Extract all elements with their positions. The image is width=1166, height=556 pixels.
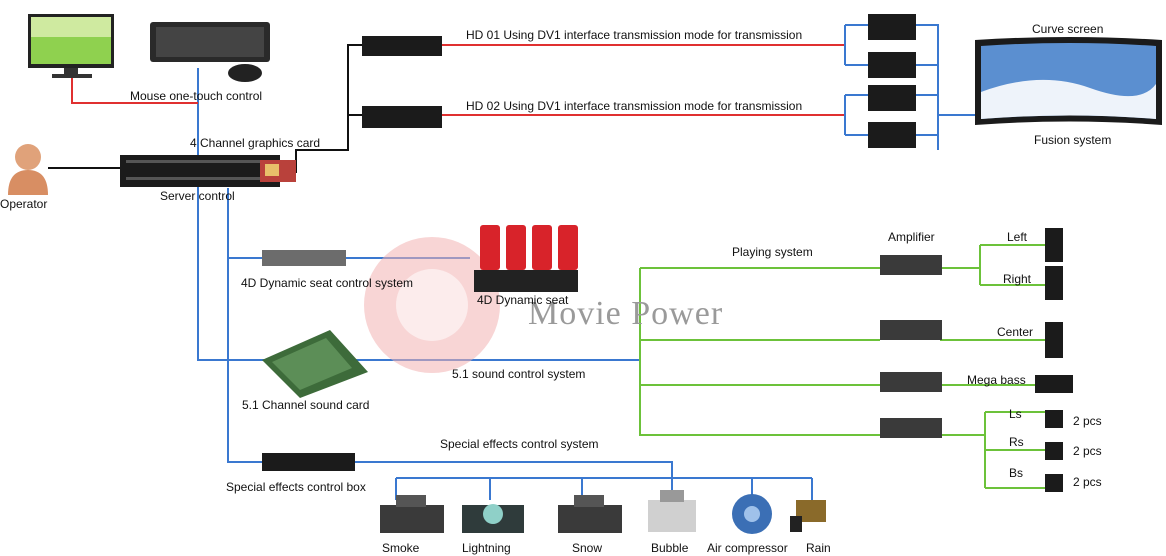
hd02-label: HD 02 Using DV1 interface transmission m… [466, 99, 802, 113]
device-label-rain: Rain [806, 541, 831, 555]
hd-splitter-2 [362, 106, 442, 128]
rain-valve [790, 500, 826, 532]
pcs-label-2: 2 pcs [1073, 444, 1102, 458]
smoke-machine [380, 495, 444, 533]
hd01-label: HD 01 Using DV1 interface transmission m… [466, 28, 802, 42]
sound-card-label: 5.1 Channel sound card [242, 398, 369, 412]
mouse-icon [228, 64, 262, 82]
connection-lines [48, 24, 1045, 505]
snow-machine [558, 495, 622, 533]
server-unit [120, 155, 280, 187]
graphics-card-label: 4 Channel graphics card [190, 136, 320, 150]
effects-system-label: Special effects control system [440, 437, 599, 451]
green-audio-tree [639, 244, 1045, 489]
hd-splitter-1 [362, 36, 442, 56]
projectors [868, 14, 916, 148]
ls-label: Ls [1009, 407, 1022, 421]
curve-screen-label: Curve screen [1032, 22, 1103, 36]
amplifiers [880, 255, 942, 438]
rs-label: Rs [1009, 435, 1024, 449]
seat-controller [262, 250, 346, 266]
server-control-label: Server control [160, 189, 235, 203]
effects-box-label: Special effects control box [226, 480, 366, 494]
dynamic-seat [474, 225, 578, 292]
effect-devices [380, 490, 826, 534]
speakers [1035, 228, 1073, 492]
watermark-logo: Movie Power [364, 237, 723, 373]
sound-card [262, 330, 368, 398]
blue-effects-branch [227, 258, 262, 463]
center-label: Center [997, 325, 1033, 339]
monitor [28, 14, 114, 78]
blue-devices-bus [395, 477, 813, 500]
air-compressor [732, 494, 772, 534]
operator-icon [8, 144, 48, 195]
device-label-snow: Snow [572, 541, 602, 555]
blue-projector-links [844, 24, 975, 150]
sound-control-label: 5.1 sound control system [452, 367, 585, 381]
amplifier-label: Amplifier [888, 230, 935, 244]
pcs-label-1: 2 pcs [1073, 414, 1102, 428]
red-mouse-line [71, 75, 198, 104]
curve-screen [975, 37, 1162, 125]
mouse-control-label: Mouse one-touch control [130, 89, 262, 103]
graphics-card [260, 160, 296, 182]
keyboard [150, 22, 270, 62]
bubble-machine [648, 490, 696, 532]
mega-bass-label: Mega bass [967, 373, 1026, 387]
lightning-machine [462, 504, 524, 533]
bs-label: Bs [1009, 466, 1023, 480]
fusion-system-label: Fusion system [1034, 133, 1111, 147]
device-label-bubble: Bubble [651, 541, 689, 555]
pcs-label-3: 2 pcs [1073, 475, 1102, 489]
effects-control-box [262, 453, 355, 471]
left-label: Left [1007, 230, 1028, 244]
watermark-text: Movie Power [528, 295, 723, 332]
device-label-smoke: Smoke [382, 541, 420, 555]
operator-label: Operator [0, 197, 47, 211]
dynamic-seat-label: 4D Dynamic seat [477, 293, 569, 307]
device-label-air-compressor: Air compressor [707, 541, 788, 555]
right-label: Right [1003, 272, 1032, 286]
seat-control-label: 4D Dynamic seat control system [241, 276, 413, 290]
device-label-lightning: Lightning [462, 541, 511, 555]
black-gpu-line [280, 44, 362, 173]
playing-system-label: Playing system [732, 245, 813, 259]
